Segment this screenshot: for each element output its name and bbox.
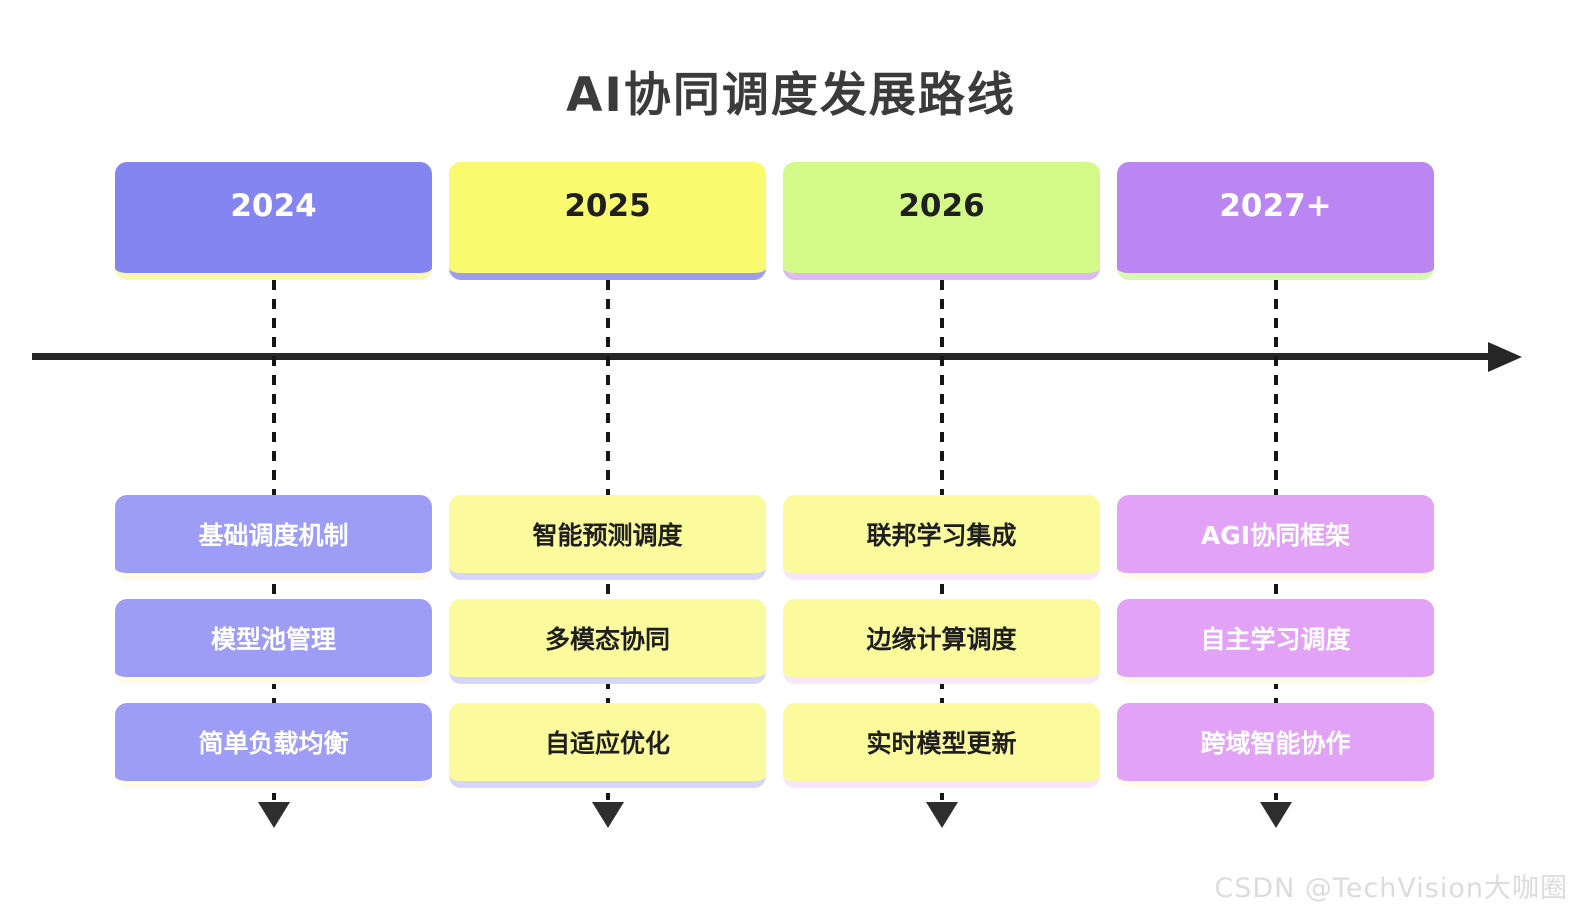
- year-header: 2027+: [1117, 162, 1434, 280]
- year-header: 2024: [115, 162, 432, 280]
- year-header: 2025: [449, 162, 766, 280]
- milestone-box: 联邦学习集成: [783, 495, 1100, 580]
- milestone-box: 模型池管理: [115, 599, 432, 684]
- milestone-box: 边缘计算调度: [783, 599, 1100, 684]
- down-arrowhead-icon: [257, 802, 290, 828]
- timeline-axis-arrowhead-icon: [1488, 342, 1522, 372]
- year-header: 2026: [783, 162, 1100, 280]
- milestone-box: 自适应优化: [449, 703, 766, 788]
- milestone-box: 多模态协同: [449, 599, 766, 684]
- milestone-box: 简单负载均衡: [115, 703, 432, 788]
- milestone-box: 智能预测调度: [449, 495, 766, 580]
- milestone-box: 实时模型更新: [783, 703, 1100, 788]
- down-arrowhead-icon: [1259, 802, 1292, 828]
- down-arrowhead-icon: [925, 802, 958, 828]
- milestone-box: 自主学习调度: [1117, 599, 1434, 684]
- down-arrowhead-icon: [591, 802, 624, 828]
- timeline-column-2026: 2026 联邦学习集成 边缘计算调度 实时模型更新: [783, 162, 1100, 862]
- timeline-column-2025: 2025 智能预测调度 多模态协同 自适应优化: [449, 162, 766, 862]
- page-title: AI协同调度发展路线: [566, 68, 1016, 123]
- timeline-column-2027plus: 2027+ AGI协同框架 自主学习调度 跨域智能协作: [1117, 162, 1434, 862]
- milestone-box: 跨域智能协作: [1117, 703, 1434, 788]
- milestone-box: 基础调度机制: [115, 495, 432, 580]
- timeline-axis-line: [32, 353, 1490, 360]
- watermark-text: CSDN @TechVision大咖圈: [1214, 873, 1568, 904]
- timeline-column-2024: 2024 基础调度机制 模型池管理 简单负载均衡: [115, 162, 432, 862]
- milestone-box: AGI协同框架: [1117, 495, 1434, 580]
